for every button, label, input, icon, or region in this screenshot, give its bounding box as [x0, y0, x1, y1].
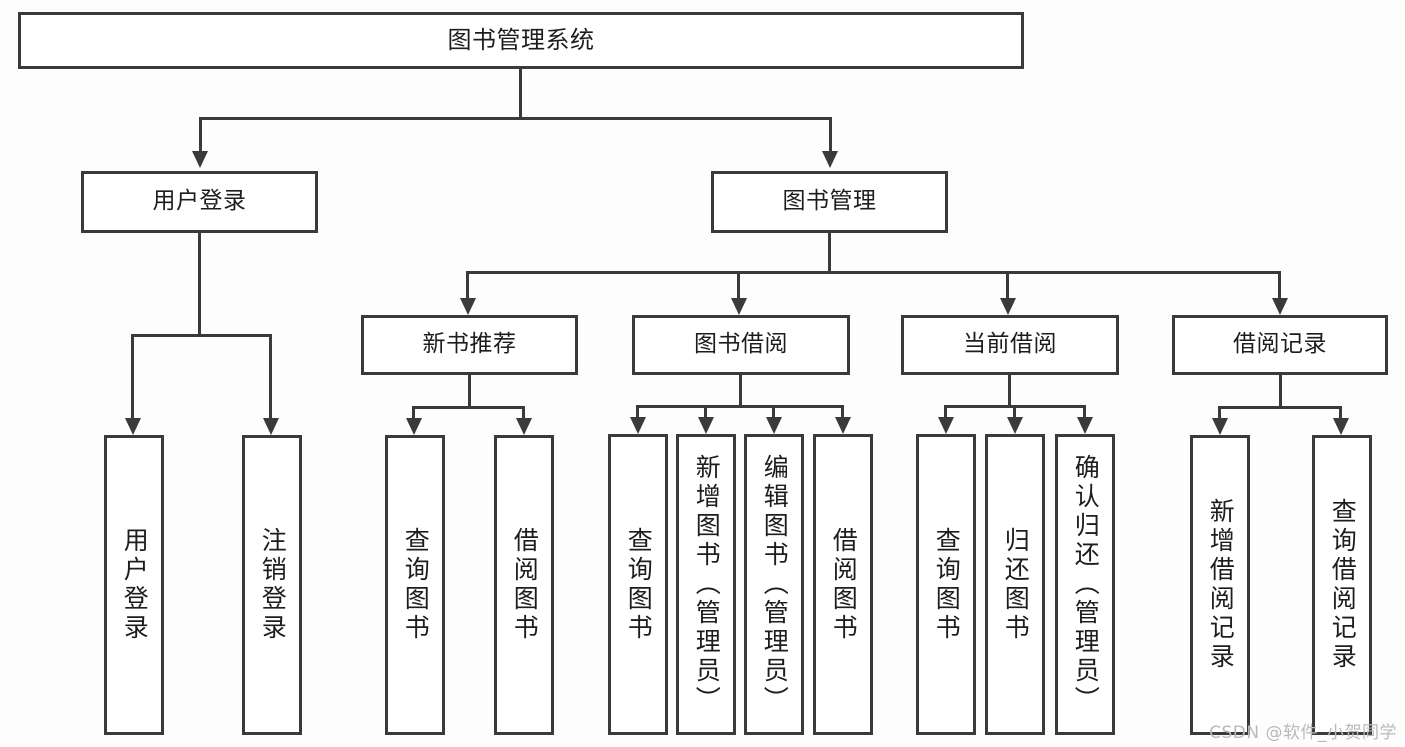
leaf-borrow-book-recommend[interactable]: 借阅图书 [494, 435, 554, 735]
node-new-book-recommend[interactable]: 新书推荐 [361, 315, 578, 375]
connector-borrow-record-leaf1 [1218, 406, 1221, 418]
connector-book-borrow-stem [739, 375, 742, 405]
leaf-add-borrow-record[interactable]: 新增借阅记录 [1190, 435, 1250, 735]
arrowhead-current-borrow [1000, 298, 1016, 315]
node-label: 查询图书 [932, 526, 962, 643]
node-label: 编辑图书（管理员） [760, 454, 790, 715]
leaf-query-book-borrow[interactable]: 查询图书 [608, 434, 668, 735]
connector-root-to-book-management [829, 117, 832, 151]
connector-current-borrow-leaf1 [944, 405, 947, 417]
arrowhead-book-borrow [731, 298, 747, 315]
connector-book-borrow-leaf3 [772, 405, 775, 417]
node-root-book-management-system[interactable]: 图书管理系统 [18, 12, 1024, 69]
arrowhead-confirm-return [1077, 417, 1093, 434]
arrowhead-leaf-user-login [125, 418, 141, 435]
node-borrow-record[interactable]: 借阅记录 [1172, 315, 1388, 375]
arrowhead-add-record [1212, 418, 1228, 435]
connector-new-book-bus [412, 406, 525, 409]
node-label: 查询图书 [624, 526, 654, 643]
connector-book-borrow-leaf4 [841, 405, 844, 417]
connector-user-login-stem [198, 233, 201, 334]
connector-user-login-leaf2 [269, 334, 272, 418]
node-book-management[interactable]: 图书管理 [711, 171, 948, 233]
node-label: 图书管理 [782, 188, 877, 215]
connector-book-management-stem [828, 233, 831, 271]
connector-current-borrow-stem [1008, 375, 1011, 405]
node-label: 注销登录 [258, 527, 288, 643]
connector-book-borrow-leaf1 [636, 405, 639, 417]
node-label: 归还图书 [1001, 526, 1031, 643]
connector-book-borrow-bus [636, 405, 844, 408]
arrowhead-edit-book [766, 417, 782, 434]
connector-new-book-stem [468, 375, 471, 406]
arrowhead-book-management [822, 151, 838, 168]
connector-user-login-bus [131, 334, 272, 337]
arrowhead-new-book-recommend [460, 298, 476, 315]
node-label: 图书借阅 [694, 331, 788, 358]
leaf-confirm-return-admin[interactable]: 确认归还（管理员） [1055, 434, 1115, 735]
node-label: 新增借阅记录 [1206, 498, 1236, 672]
connector-to-book-borrow [737, 271, 740, 298]
leaf-query-book-current[interactable]: 查询图书 [916, 434, 976, 735]
node-user-login[interactable]: 用户登录 [81, 171, 318, 233]
connector-root-to-user-login [199, 117, 202, 151]
leaf-edit-book-admin[interactable]: 编辑图书（管理员） [744, 434, 804, 735]
leaf-borrow-book[interactable]: 借阅图书 [813, 434, 873, 735]
arrowhead-user-login [192, 151, 208, 168]
node-label: 查询借阅记录 [1328, 498, 1358, 672]
node-label: 新增图书（管理员） [692, 454, 722, 715]
leaf-query-book-recommend[interactable]: 查询图书 [385, 435, 445, 735]
arrowhead-query-record [1333, 418, 1349, 435]
connector-user-login-leaf1 [131, 334, 134, 418]
connector-current-borrow-leaf2 [1013, 405, 1016, 417]
leaf-logout[interactable]: 注销登录 [242, 435, 302, 735]
node-label: 借阅图书 [829, 526, 859, 643]
arrowhead-borrow-record [1272, 298, 1288, 315]
node-label: 借阅图书 [510, 527, 540, 643]
node-book-borrow[interactable]: 图书借阅 [632, 315, 850, 375]
arrowhead-query-book-3 [938, 417, 954, 434]
connector-to-new-book [466, 271, 469, 298]
leaf-user-login[interactable]: 用户登录 [104, 435, 164, 735]
arrowhead-borrow-book-1 [516, 418, 532, 435]
connector-level3-bus [466, 271, 1278, 274]
node-label: 用户登录 [152, 188, 247, 215]
arrowhead-leaf-logout [263, 418, 279, 435]
connector-to-borrow-record [1278, 271, 1281, 298]
connector-new-book-leaf2 [522, 406, 525, 418]
leaf-add-book-admin[interactable]: 新增图书（管理员） [676, 434, 736, 735]
connector-borrow-record-bus [1218, 406, 1342, 409]
node-label: 用户登录 [120, 527, 150, 643]
connector-root-stem [519, 69, 522, 117]
arrowhead-query-book-2 [630, 417, 646, 434]
node-label: 图书管理系统 [447, 26, 595, 55]
arrowhead-add-book [698, 417, 714, 434]
connector-current-borrow-leaf3 [1083, 405, 1086, 417]
node-current-borrow[interactable]: 当前借阅 [901, 315, 1119, 375]
connector-borrow-record-stem [1279, 375, 1282, 406]
connector-root-bus [199, 117, 831, 120]
node-label: 当前借阅 [963, 331, 1057, 358]
leaf-return-book[interactable]: 归还图书 [985, 434, 1045, 735]
node-label: 借阅记录 [1233, 331, 1327, 358]
arrowhead-return-book [1007, 417, 1023, 434]
connector-borrow-record-leaf2 [1339, 406, 1342, 418]
connector-to-current-borrow [1006, 271, 1009, 298]
node-label: 新书推荐 [422, 331, 517, 358]
arrowhead-query-book-1 [406, 418, 422, 435]
node-label: 确认归还（管理员） [1071, 454, 1101, 715]
connector-new-book-leaf1 [412, 406, 415, 418]
arrowhead-borrow-book-2 [835, 417, 851, 434]
connector-book-borrow-leaf2 [704, 405, 707, 417]
node-label: 查询图书 [401, 527, 431, 643]
leaf-query-borrow-record[interactable]: 查询借阅记录 [1312, 435, 1372, 735]
